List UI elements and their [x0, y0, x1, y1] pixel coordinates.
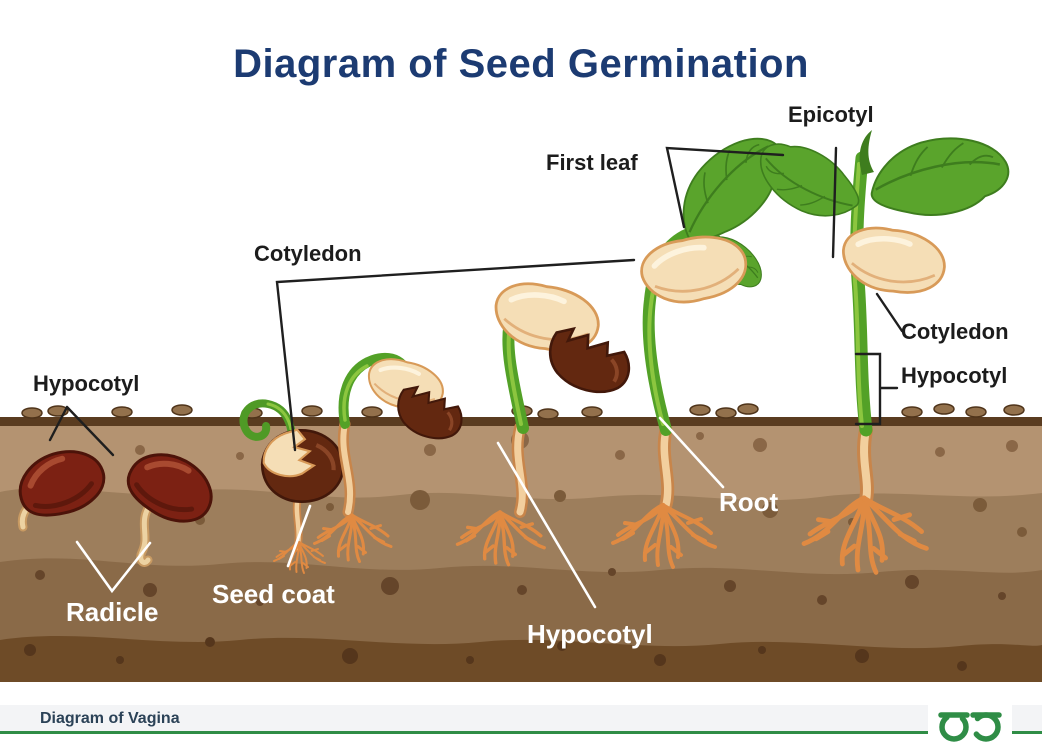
label-seed-coat: Seed coat	[212, 579, 335, 609]
label-epicotyl: Epicotyl	[788, 102, 874, 127]
page-title: Diagram of Seed Germination	[233, 42, 809, 86]
cotyledon-left-callout	[275, 258, 636, 452]
hypocotyl-right-bracket	[854, 352, 899, 426]
label-cotyledon-left: Cotyledon	[254, 241, 362, 266]
label-hypocotyl-left: Hypocotyl	[33, 371, 140, 396]
hypocotyl-left-callout	[48, 405, 115, 457]
hypocotyl-bottom-callout	[496, 441, 597, 609]
stage-1-seed	[9, 438, 112, 529]
stage-7-young-plant	[746, 125, 1014, 573]
stage-7-shoot-tip	[859, 130, 874, 175]
label-hypocotyl-right: Hypocotyl	[901, 363, 1008, 388]
stage-6-first-leaf-plant	[611, 118, 802, 569]
stage-7-right-leaf	[865, 131, 1014, 223]
callout-lines-light	[75, 416, 725, 609]
label-hypocotyl-bottom: Hypocotyl	[527, 619, 653, 649]
radicle-callout	[75, 540, 152, 594]
label-cotyledon-right: Cotyledon	[901, 319, 1009, 344]
label-root: Root	[719, 487, 779, 517]
stage-5-cotyledon-seedling	[455, 275, 638, 567]
label-radicle: Radicle	[66, 597, 159, 627]
seed-coat-callout	[286, 504, 312, 568]
geeksforgeeks-logo	[928, 699, 1012, 745]
first-leaf-callout	[665, 146, 785, 229]
label-first-leaf: First leaf	[546, 150, 638, 175]
stage-3-sprout	[239, 399, 347, 574]
footer-green-rule	[0, 731, 1042, 734]
footer-bar	[0, 705, 1042, 732]
epicotyl-callout	[831, 146, 838, 259]
root-callout	[658, 416, 725, 489]
cotyledon-right-callout	[875, 292, 904, 333]
stage-4-hook-seedling	[313, 351, 469, 563]
callout-lines-dark	[48, 146, 904, 457]
footer-caption: Diagram of Vagina	[40, 710, 180, 727]
